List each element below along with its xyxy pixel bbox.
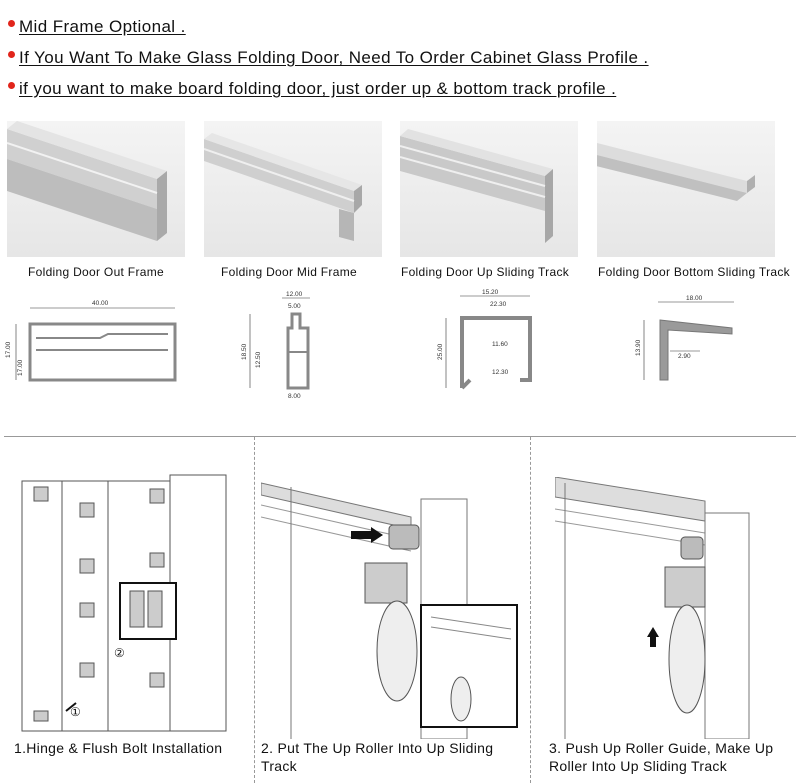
dim-up-mid: 11.60: [492, 341, 508, 348]
caption-up-track: Folding Door Up Sliding Track: [400, 265, 570, 279]
dim-bottom-height: 13.90: [635, 339, 642, 356]
section-divider: [4, 436, 796, 437]
dim-out-h2: 17.00: [17, 359, 24, 376]
roller-insert-diagram: [261, 482, 518, 739]
profile-photo-out-frame: [6, 121, 185, 257]
step-1-label: 1.Hinge & Flush Bolt Installation: [14, 740, 223, 756]
bottom-track-section: 18.00 13.90 2.90: [635, 295, 734, 381]
roller-guide-diagram: [555, 477, 750, 739]
caption-bottom-track: Folding Door Bottom Sliding Track: [598, 265, 790, 279]
out-frame-section: 40.00 17.00 17.00: [5, 300, 177, 382]
dim-out-width: 40.00: [92, 300, 109, 307]
bullet-icon: [8, 51, 15, 59]
dim-mid-height: 18.50: [241, 343, 248, 360]
dim-mid-top: 12.00: [286, 291, 303, 298]
dim-bottom-width: 18.00: [686, 295, 703, 302]
dim-mid-mid: 12.50: [255, 351, 262, 368]
marker-1: ①: [70, 705, 81, 719]
dim-up-low: 12.30: [492, 369, 509, 376]
hinge-diagram: [21, 474, 227, 732]
dim-mid-bottom: 8.00: [288, 393, 301, 400]
profile-photo-bottom-track: [592, 121, 775, 257]
step-panel-1: ② ① 1.Hinge & Flush Bolt Installation: [4, 437, 254, 783]
profile-photo-up-track: [399, 121, 578, 257]
marker-2: ②: [114, 646, 125, 660]
profile-photo-mid-frame: [203, 121, 382, 257]
step-panel-2: 2. Put The Up Roller Into Up Sliding Tra…: [254, 437, 531, 783]
step-2-label: 2. Put The Up Roller Into Up Sliding Tra…: [261, 740, 494, 774]
note-glass-door: If You Want To Make Glass Folding Door, …: [8, 48, 649, 68]
dim-up-outer: 15.20: [482, 289, 499, 296]
note-mid-frame: Mid Frame Optional .: [8, 17, 186, 37]
dim-mid-inner: 5.00: [288, 303, 301, 310]
dim-up-height: 25.00: [437, 343, 444, 360]
up-track-section: 15.20 22.30 25.00 11.60 12.30: [437, 289, 532, 390]
caption-mid-frame: Folding Door Mid Frame: [221, 265, 357, 279]
bullet-icon: [8, 82, 15, 90]
mid-frame-section: 12.00 5.00 18.50 12.50 8.00: [241, 291, 310, 400]
caption-out-frame: Folding Door Out Frame: [28, 265, 164, 279]
dim-bottom-lip: 2.90: [678, 353, 691, 360]
dim-up-inner: 22.30: [490, 301, 507, 308]
dim-out-h1: 17.00: [5, 341, 12, 358]
bullet-icon: [8, 20, 15, 28]
step-panel-3: 3. Push Up Roller Guide, Make Up Roller …: [530, 437, 797, 783]
note-board-door: if you want to make board folding door, …: [8, 79, 616, 99]
step-3-label: 3. Push Up Roller Guide, Make Up Roller …: [549, 740, 774, 774]
